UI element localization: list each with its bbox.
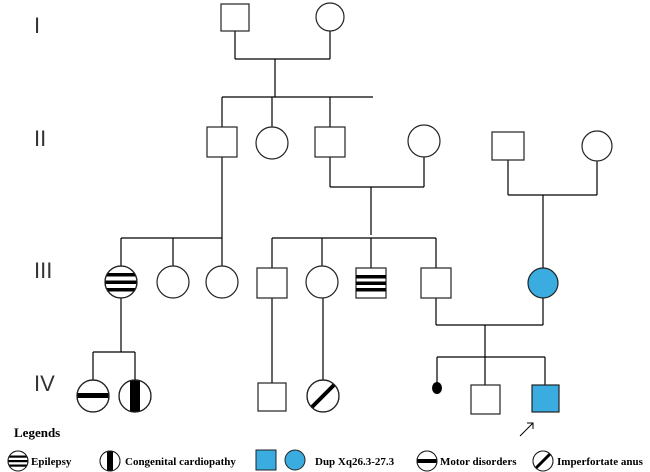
legend-cardiopathy-label: Congenital cardiopathy	[125, 456, 236, 468]
legend-anus-label: Imperfortate anus	[557, 456, 644, 468]
legend-motor-label: Motor disorders	[440, 456, 517, 468]
legend-cardiopathy-icon	[99, 450, 121, 472]
legend-dup-circle-icon	[284, 449, 306, 471]
male-iii-6-epilepsy	[355, 267, 387, 299]
male-iii-4	[256, 267, 288, 299]
proband-arrow-icon	[519, 422, 534, 437]
male-iv-6	[470, 384, 501, 415]
legend-title: Legends	[14, 425, 60, 440]
female-iv-1-motor-disorder	[76, 379, 110, 413]
male-iv-7-proband-dup	[531, 384, 560, 413]
female-iii-5	[305, 265, 339, 299]
small-black-dot-iv-5	[432, 382, 442, 394]
female-i-2	[315, 2, 345, 32]
legend-dup-label: Dup Xq26.3-27.3	[315, 456, 395, 468]
female-iii-2	[156, 265, 190, 299]
female-ii-2	[255, 126, 289, 160]
legend-epilepsy-icon	[7, 450, 29, 472]
legend: Legends Epilepsy Congenital cardiopathy …	[7, 425, 644, 472]
legend-epilepsy-label: Epilepsy	[31, 456, 72, 468]
generation-label-ii: II	[34, 126, 46, 151]
female-ii-4	[407, 124, 441, 158]
female-iv-2-cardiopathy	[118, 379, 152, 413]
legend-anus-icon	[532, 450, 554, 472]
female-iii-1-epilepsy	[104, 265, 138, 299]
pedigree-lines	[92, 31, 598, 385]
male-iii-7	[420, 267, 452, 299]
legend-motor-icon	[416, 450, 438, 472]
female-ii-6	[581, 130, 613, 162]
female-iii-3	[205, 265, 239, 299]
female-iii-8-dup-carrier	[527, 267, 559, 299]
generation-label-i: I	[34, 13, 40, 38]
male-ii-1	[206, 126, 238, 158]
male-ii-5	[491, 131, 525, 161]
male-iv-3	[257, 382, 287, 412]
legend-dup-square-icon	[255, 449, 277, 471]
generation-label-iii: III	[34, 258, 52, 283]
male-i-1	[220, 3, 250, 32]
generation-label-iv: IV	[34, 371, 55, 396]
male-ii-3	[314, 126, 346, 158]
female-iv-4-imperforate-anus	[306, 379, 340, 413]
